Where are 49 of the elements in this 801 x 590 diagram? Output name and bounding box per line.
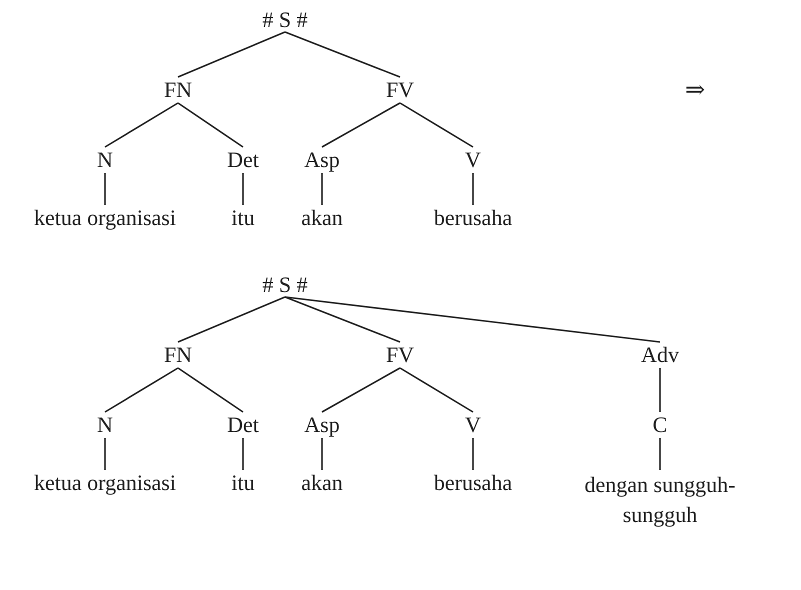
tree-branch (104, 367, 178, 413)
tree-branch (321, 438, 323, 470)
tree-node-label: akan (301, 203, 343, 233)
tree-branch (284, 296, 400, 343)
tree-node-label: FV (386, 75, 414, 105)
tree-branch (400, 102, 474, 148)
tree-node-label: FN (164, 75, 192, 105)
tree-branch (400, 367, 474, 413)
tree-node-label: FN (164, 340, 192, 370)
tree-node-label: itu (231, 203, 255, 233)
tree-node-label: N (97, 410, 113, 440)
tree-branch (178, 102, 244, 148)
tree-node-label: berusaha (434, 468, 512, 498)
tree-branch (284, 31, 400, 78)
tree-branch (472, 438, 474, 470)
tree-branch (242, 173, 244, 205)
tree-branch (104, 438, 106, 470)
tree-node-label: C (652, 410, 668, 440)
tree-node-label: Asp (304, 410, 340, 440)
tree-node-label: Adv (641, 340, 679, 370)
tree-node-label: itu (231, 468, 255, 498)
tree-branch (322, 367, 400, 413)
tree-node-label: V (465, 410, 481, 440)
tree-node-label: Det (227, 410, 259, 440)
tree-branch (472, 173, 474, 205)
word-label: dengan sungguh-sungguh (565, 470, 755, 530)
tree-branch (322, 102, 400, 148)
tree-branch (284, 296, 660, 343)
tree-branch (104, 102, 178, 148)
tree-node-label: # S # (262, 5, 308, 35)
tree-branch (659, 368, 661, 412)
tree-node-label: ketua organisasi (34, 468, 176, 498)
tree-branch (104, 173, 106, 205)
tree-branch (178, 296, 286, 343)
tree-branch (178, 367, 244, 413)
tree-branch (659, 438, 661, 470)
tree-branch (321, 173, 323, 205)
tree-node-label: N (97, 145, 113, 175)
tree-node-label: berusaha (434, 203, 512, 233)
tree-node-label: V (465, 145, 481, 175)
tree-node-label: # S # (262, 270, 308, 300)
transformation-arrow: ⇒ (684, 76, 706, 104)
tree-branch (242, 438, 244, 470)
tree-branch (178, 31, 286, 78)
tree-node-label: akan (301, 468, 343, 498)
tree-node-label: FV (386, 340, 414, 370)
tree-node-label: Det (227, 145, 259, 175)
tree-node-label: Asp (304, 145, 340, 175)
tree-node-label: ketua organisasi (34, 203, 176, 233)
